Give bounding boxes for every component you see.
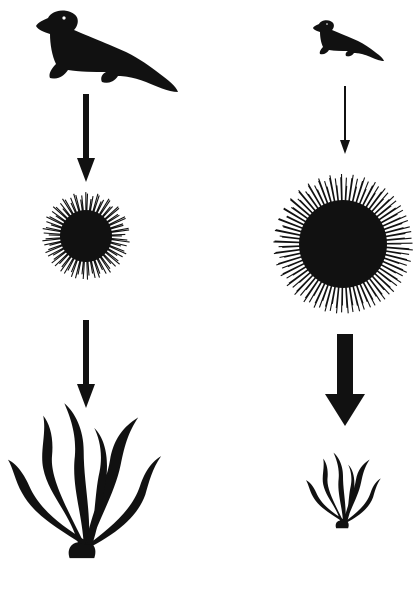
right-arrow-otter-to-urchin bbox=[340, 86, 350, 154]
left-arrow-otter-to-urchin bbox=[77, 94, 95, 182]
left-otter-icon bbox=[36, 11, 178, 92]
left-arrow-urchin-to-kelp bbox=[77, 320, 95, 408]
left-urchin-icon bbox=[42, 192, 129, 280]
right-kelp-icon bbox=[306, 453, 381, 529]
right-urchin-icon bbox=[273, 174, 412, 313]
right-arrow-urchin-to-kelp bbox=[325, 334, 365, 426]
left-kelp-icon bbox=[8, 403, 161, 558]
right-otter-icon bbox=[313, 20, 384, 61]
